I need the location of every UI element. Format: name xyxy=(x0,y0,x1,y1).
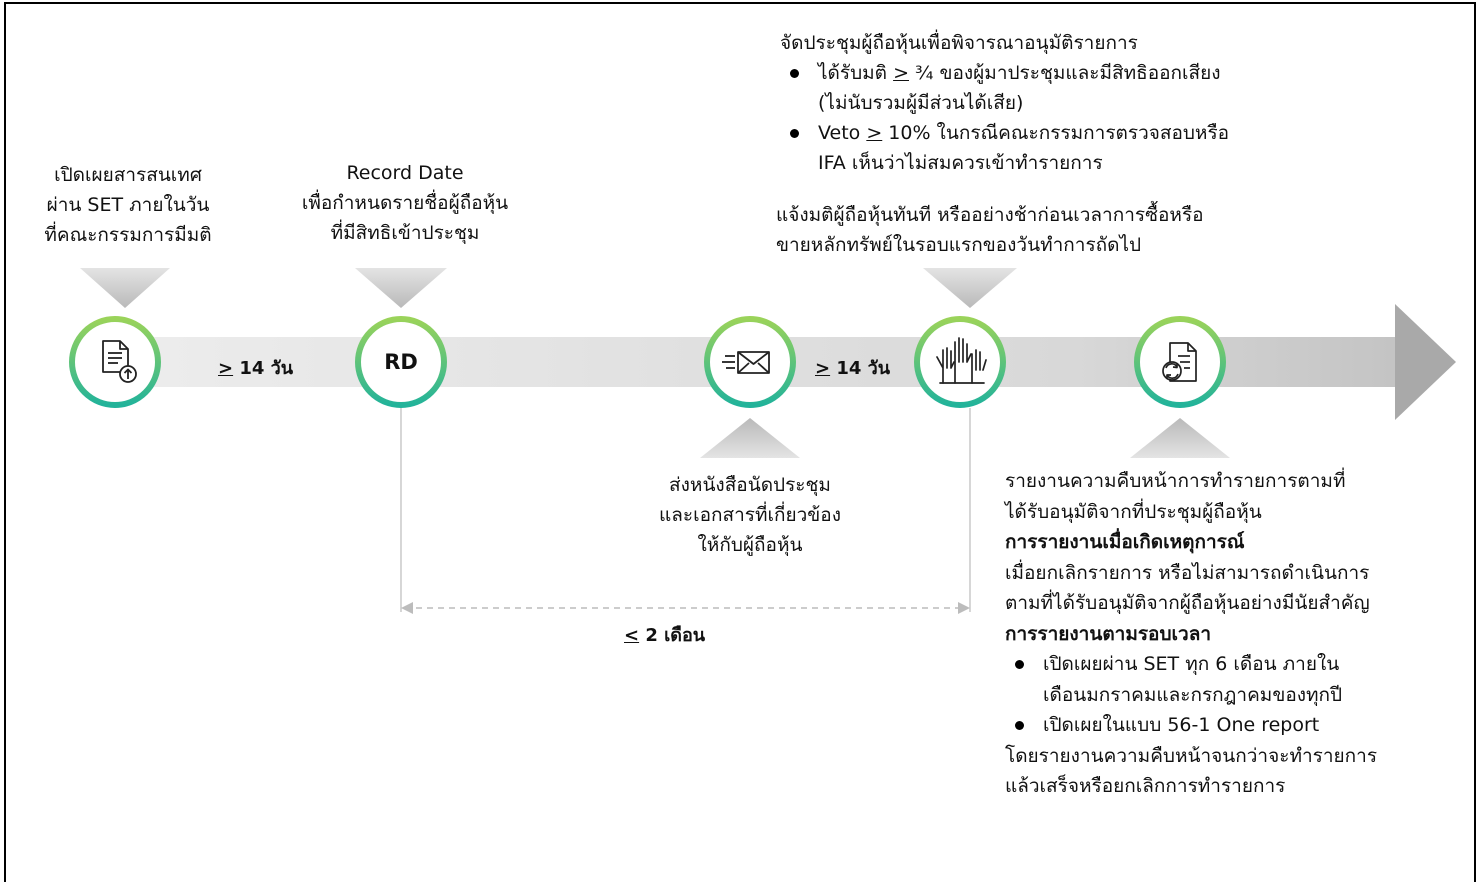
bullet-dot xyxy=(1015,721,1024,730)
disclosure-line-1: เปิดเผยสารสนเทศ xyxy=(54,164,202,186)
gap-label-notice-to-meeting: > 14 วัน xyxy=(815,353,890,382)
pointer-meeting xyxy=(923,268,1017,308)
send-notice-description: ส่งหนังสือนัดประชุม และเอกสารที่เกี่ยวข้… xyxy=(630,470,870,560)
report-intro-line-1: รายงานความคืบหน้าการทำรายการตามที่ xyxy=(1005,470,1346,492)
bullet-dot xyxy=(1015,660,1024,669)
meeting-description: จัดประชุมผู้ถือหุ้นเพื่อพิจารณาอนุมัติรา… xyxy=(780,28,1360,178)
meeting-footer-line-1: แจ้งมติผู้ถือหุ้นทันที หรืออย่างช้าก่อนเ… xyxy=(776,204,1204,226)
report-intro-line-2: ได้รับอนุมัติจากที่ประชุมผู้ถือหุ้น xyxy=(1005,500,1262,523)
gap-1-text: 14 วัน xyxy=(233,358,294,379)
disclosure-line-3: ที่คณะกรรมการมีมติ xyxy=(44,224,212,246)
node-shareholder-meeting xyxy=(914,316,1006,408)
progress-report-description: รายงานความคืบหน้าการทำรายการตามที่ ได้รั… xyxy=(1005,466,1465,802)
meeting-bullet-1-prefix: ได้รับมติ xyxy=(818,62,894,84)
gap-label-disclosure-to-rd: > 14 วัน xyxy=(218,353,293,382)
report-event-heading: การรายงานเมื่อเกิดเหตุการณ์ xyxy=(1005,531,1245,553)
meeting-bullet-2-prefix: Veto xyxy=(818,122,867,144)
node-record-date xyxy=(355,316,447,408)
gap-1-symbol: > xyxy=(218,358,234,379)
pointer-progress-report xyxy=(1130,418,1230,458)
node-disclosure xyxy=(69,316,161,408)
report-refresh-icon xyxy=(1162,342,1197,382)
meeting-bullet-1: ได้รับมติ > ¾ ของผู้มาประชุมและมีสิทธิออ… xyxy=(780,58,1360,118)
record-date-line-1: เพื่อกำหนดรายชื่อผู้ถือหุ้น xyxy=(301,192,509,214)
record-date-description: Record Date เพื่อกำหนดรายชื่อผู้ถือหุ้น … xyxy=(280,158,530,248)
report-event-line-2: ตามที่ได้รับอนุมัติจากผู้ถือหุ้นอย่างมีน… xyxy=(1005,592,1370,614)
pointer-disclosure xyxy=(80,268,170,308)
record-date-title: Record Date xyxy=(346,162,464,184)
send-notice-line-3: ให้กับผู้ถือหุ้น xyxy=(697,534,803,556)
meeting-bullet-1-rest: ¾ ของผู้มาประชุมและมีสิทธิออกเสียง xyxy=(909,62,1221,84)
pointer-send-notice xyxy=(700,418,800,458)
meeting-heading: จัดประชุมผู้ถือหุ้นเพื่อพิจารณาอนุมัติรา… xyxy=(780,32,1138,54)
bullet-dot xyxy=(790,69,799,78)
document-upload-icon xyxy=(102,340,137,383)
bullet-dot xyxy=(790,129,799,138)
meeting-resolution-notice: แจ้งมติผู้ถือหุ้นทันที หรืออย่างช้าก่อนเ… xyxy=(776,200,1336,260)
meeting-bullet-2-cont: IFA เห็นว่าไม่สมควรเข้าทำรายการ xyxy=(818,152,1103,174)
report-periodic-bullet-1-text: เปิดเผยผ่าน SET ทุก 6 เดือน ภายใน xyxy=(1043,653,1340,675)
node-progress-report xyxy=(1134,316,1226,408)
report-periodic-bullet-2: เปิดเผยในแบบ 56-1 One report xyxy=(1005,710,1465,741)
span-arrow-left xyxy=(401,602,413,614)
report-periodic-bullet-2-text: เปิดเผยในแบบ 56-1 One report xyxy=(1043,714,1320,736)
timeline-arrow-head xyxy=(1395,304,1456,420)
record-date-line-2: ที่มีสิทธิเข้าประชุม xyxy=(330,222,480,244)
span-arrow-right xyxy=(958,602,970,614)
disclosure-description: เปิดเผยสารสนเทศ ผ่าน SET ภายในวัน ที่คณะ… xyxy=(28,160,228,250)
pointer-record-date xyxy=(355,268,447,308)
span-text: 2 เดือน xyxy=(639,625,706,646)
mail-send-icon xyxy=(722,351,770,374)
report-periodic-bullet-1-cont: เดือนมกราคมและกรกฎาคมของทุกปี xyxy=(1043,683,1343,706)
meeting-bullet-2-rest: 10% ในกรณีคณะกรรมการตรวจสอบหรือ xyxy=(882,122,1230,144)
node-send-notice xyxy=(704,316,796,408)
meeting-bullet-1-symbol: > xyxy=(893,62,909,84)
report-closing-line-1: โดยรายงานความคืบหน้าจนกว่าจะทำรายการ xyxy=(1005,744,1378,767)
diagram-frame xyxy=(4,2,1476,882)
report-periodic-bullet-1: เปิดเผยผ่าน SET ทุก 6 เดือน ภายในเดือนมก… xyxy=(1005,649,1465,710)
record-date-node-label: RD xyxy=(384,350,418,374)
meeting-bullet-1-cont: (ไม่นับรวมผู้มีส่วนได้เสีย) xyxy=(818,92,1024,114)
meeting-footer-line-2: ขายหลักทรัพย์ในรอบแรกของวันทำการถัดไป xyxy=(776,234,1142,256)
report-periodic-heading: การรายงานตามรอบเวลา xyxy=(1005,622,1212,645)
report-closing-line-2: แล้วเสร็จหรือยกเลิกการทำรายการ xyxy=(1005,775,1286,797)
meeting-bullet-2-symbol: > xyxy=(866,122,883,144)
send-notice-line-1: ส่งหนังสือนัดประชุม xyxy=(669,474,831,496)
disclosure-line-2: ผ่าน SET ภายในวัน xyxy=(46,194,210,216)
raised-hands-icon xyxy=(936,337,987,384)
gap-2-symbol: > xyxy=(815,358,831,379)
report-event-line-1: เมื่อยกเลิกรายการ หรือไม่สามารถดำเนินการ xyxy=(1005,561,1370,584)
span-label: < 2 เดือน xyxy=(624,620,705,649)
gap-2-text: 14 วัน xyxy=(830,358,891,379)
meeting-bullet-2: Veto > 10% ในกรณีคณะกรรมการตรวจสอบหรือ IF… xyxy=(780,118,1360,178)
send-notice-line-2: และเอกสารที่เกี่ยวข้อง xyxy=(659,504,841,526)
span-symbol: < xyxy=(624,625,640,646)
